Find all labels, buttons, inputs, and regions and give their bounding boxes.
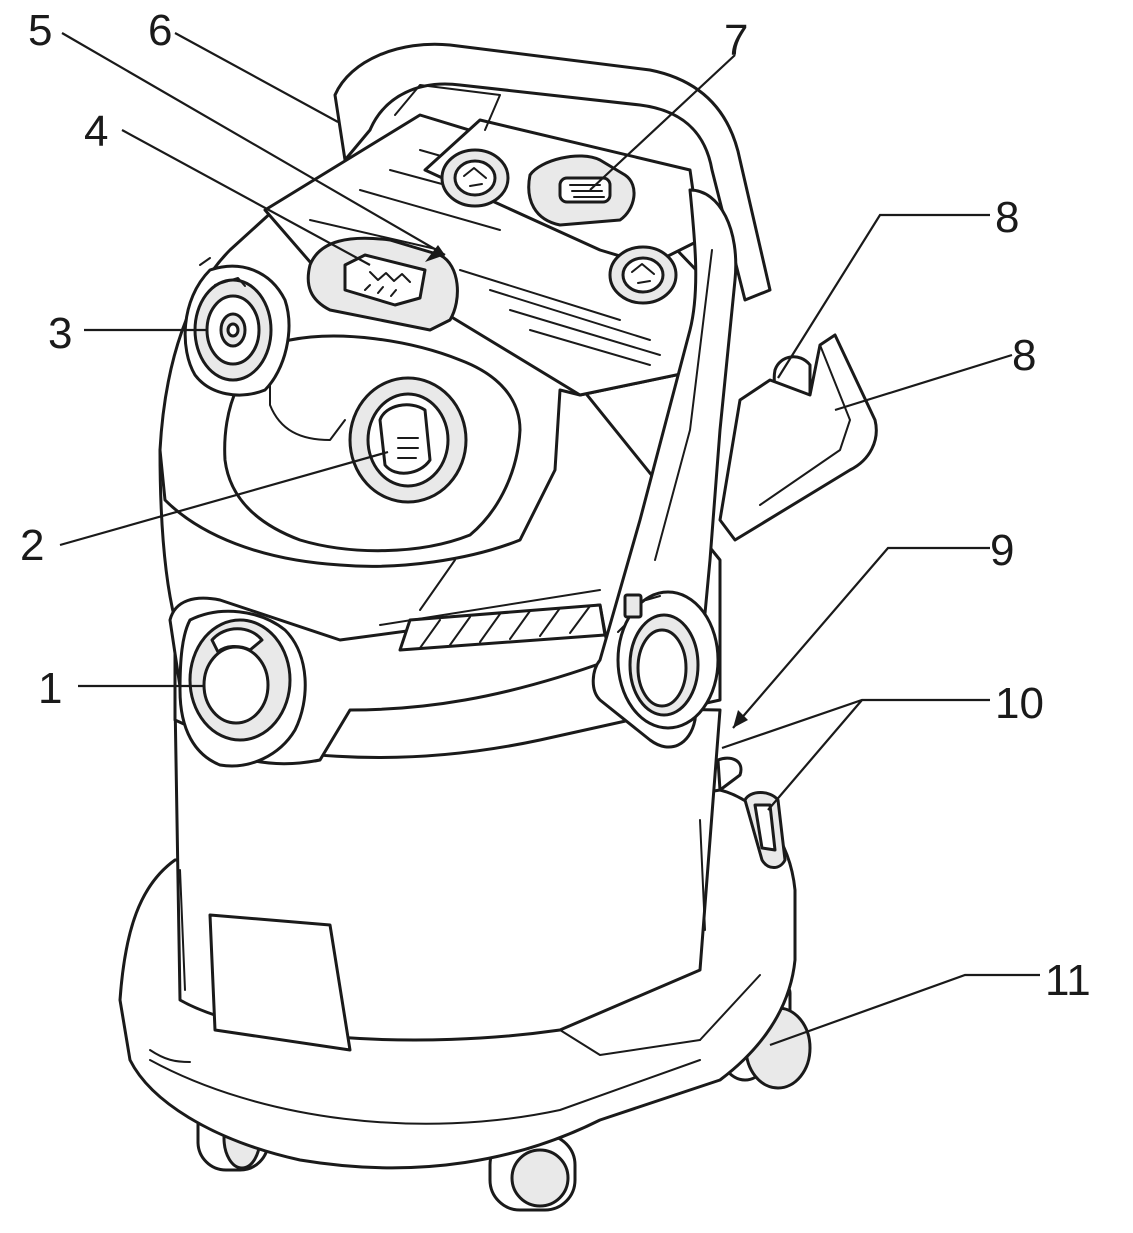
leader-10 bbox=[732, 546, 990, 729]
control-panel bbox=[306, 236, 459, 332]
ventilation-grille bbox=[398, 603, 607, 652]
leader-lines bbox=[59, 32, 1040, 1047]
arrowhead-10 bbox=[733, 710, 748, 728]
top-fastener-right bbox=[608, 245, 678, 305]
callout-1: 1 bbox=[38, 664, 62, 713]
rear-clip bbox=[716, 756, 787, 869]
leader-5 bbox=[61, 32, 446, 256]
callout-11: 11 bbox=[1045, 956, 1091, 1005]
leader-6 bbox=[174, 32, 339, 123]
leader-7 bbox=[589, 54, 736, 191]
callout-3: 3 bbox=[48, 309, 72, 358]
leader-8b-lower bbox=[767, 699, 863, 811]
callout-8-lower: 10 bbox=[995, 679, 1044, 728]
callout-8-upper: 8 bbox=[995, 193, 1019, 242]
front-notch bbox=[269, 369, 346, 441]
leader-8a bbox=[777, 213, 990, 379]
tank-front-recess bbox=[208, 913, 352, 1052]
arrowhead-5 bbox=[425, 245, 445, 262]
leader-2 bbox=[59, 450, 389, 547]
handle-arm bbox=[591, 188, 738, 749]
carry-handle bbox=[333, 42, 772, 302]
callout-6: 6 bbox=[148, 6, 172, 55]
leader-11 bbox=[769, 973, 1040, 1047]
callout-9: 8 bbox=[1012, 331, 1036, 380]
power-socket bbox=[183, 257, 291, 397]
callout-5: 5 bbox=[28, 6, 52, 55]
top-fastener-left bbox=[440, 148, 510, 208]
callout-4: 4 bbox=[84, 107, 108, 156]
callout-10: 9 bbox=[990, 526, 1014, 575]
hose-holder bbox=[718, 333, 878, 542]
motor-head bbox=[158, 113, 727, 568]
dirt-container bbox=[173, 698, 722, 1052]
hose-inlet-port bbox=[223, 334, 522, 553]
leader-4 bbox=[121, 129, 371, 266]
suction-port bbox=[178, 609, 307, 768]
callout-2: 2 bbox=[20, 521, 44, 570]
callout-7: 7 bbox=[724, 16, 748, 65]
leader-9 bbox=[834, 353, 1013, 412]
callout-numbers: 1 2 3 4 5 6 7 8 8 9 10 11 bbox=[20, 6, 1091, 1005]
